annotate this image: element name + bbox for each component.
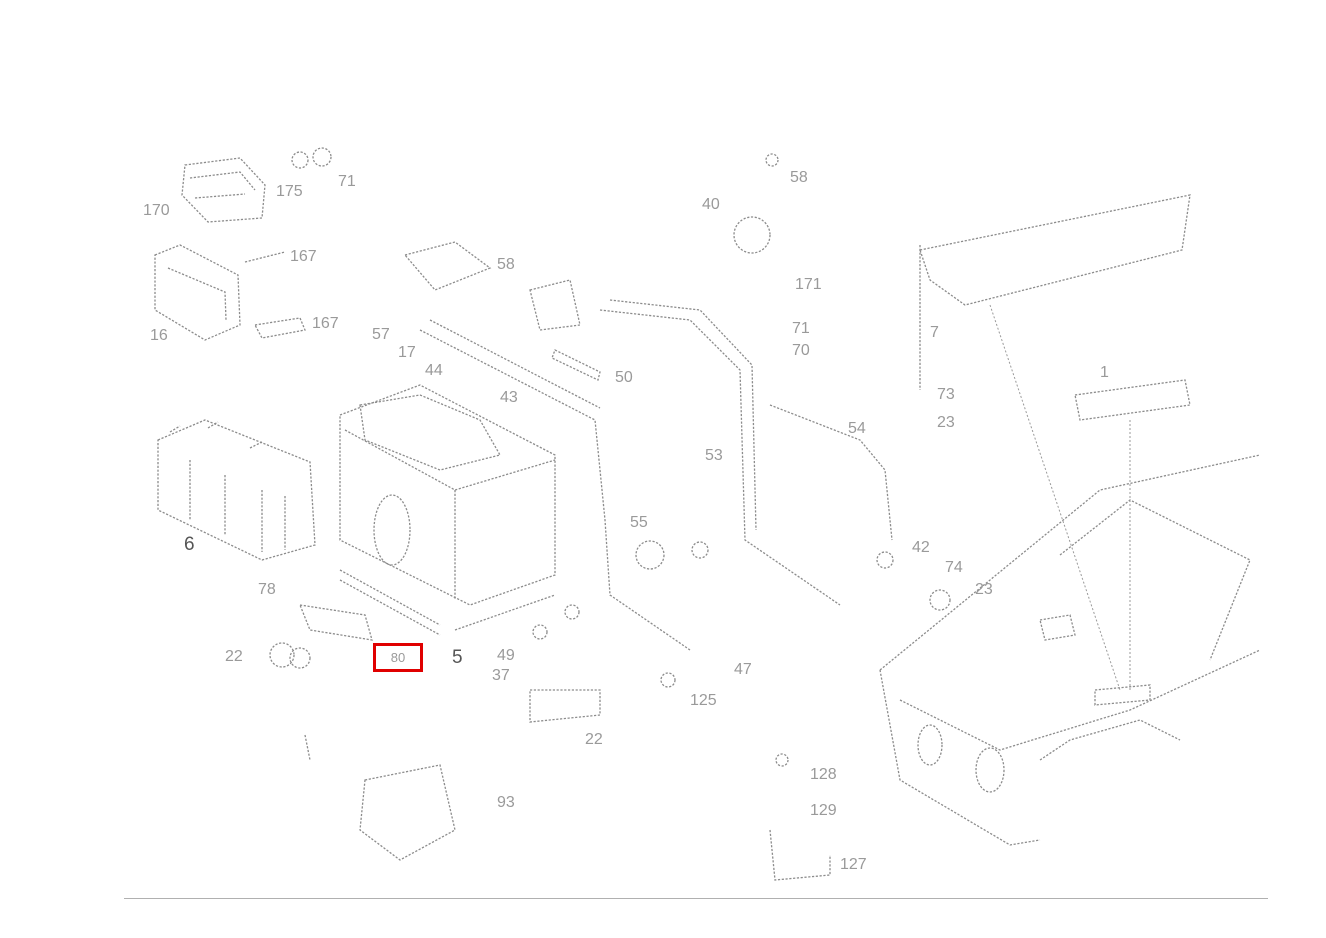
callout-129: 129	[810, 802, 837, 819]
callout-58: 58	[497, 256, 515, 273]
terminal-cover-part	[403, 241, 492, 291]
callout-74: 74	[945, 559, 963, 576]
callout-6: 6	[184, 534, 195, 555]
highlighted-part-label: 80	[390, 650, 406, 665]
callout-58-b: 58	[790, 169, 808, 186]
bottom-divider	[124, 898, 1268, 899]
callout-17: 17	[398, 344, 416, 361]
callout-78: 78	[258, 581, 276, 598]
callout-16: 16	[150, 327, 168, 344]
callout-53: 53	[705, 447, 723, 464]
small-hardware-parts	[269, 153, 951, 881]
callout-7: 7	[930, 324, 939, 341]
callout-57: 57	[372, 326, 390, 343]
callout-47: 47	[734, 661, 752, 678]
callout-171: 171	[795, 276, 822, 293]
callout-125: 125	[690, 692, 717, 709]
callout-22: 22	[225, 648, 243, 665]
highlighted-part-callout[interactable]: 80	[373, 643, 423, 672]
callout-5: 5	[452, 647, 463, 668]
callout-170: 170	[143, 202, 170, 219]
callout-50: 50	[615, 369, 633, 386]
callout-167-a: 167	[290, 248, 317, 265]
hood-support-part	[919, 194, 1191, 691]
callout-175: 175	[276, 183, 303, 200]
callout-73: 73	[937, 386, 955, 403]
callout-71-b: 71	[792, 320, 810, 337]
callout-71: 71	[338, 173, 356, 190]
callout-127: 127	[840, 856, 867, 873]
battery-cables	[419, 279, 893, 651]
callout-37: 37	[492, 667, 510, 684]
callout-22-b: 22	[585, 731, 603, 748]
callout-167-b: 167	[312, 315, 339, 332]
callout-44: 44	[425, 362, 443, 379]
battery-tray-part	[339, 384, 556, 636]
callout-128: 128	[810, 766, 837, 783]
vehicle-outline	[879, 379, 1261, 846]
callout-23-b: 23	[975, 581, 993, 598]
relay-housing-part	[154, 244, 306, 341]
callout-42: 42	[912, 539, 930, 556]
fuse-box-part	[181, 147, 332, 223]
callout-49: 49	[497, 647, 515, 664]
battery-part	[157, 419, 316, 561]
callout-1: 1	[1100, 364, 1109, 381]
callout-93: 93	[497, 794, 515, 811]
callout-43: 43	[500, 389, 518, 406]
callout-55: 55	[630, 514, 648, 531]
callout-40: 40	[702, 196, 720, 213]
callout-70: 70	[792, 342, 810, 359]
callout-54: 54	[848, 420, 866, 437]
callout-23: 23	[937, 414, 955, 431]
